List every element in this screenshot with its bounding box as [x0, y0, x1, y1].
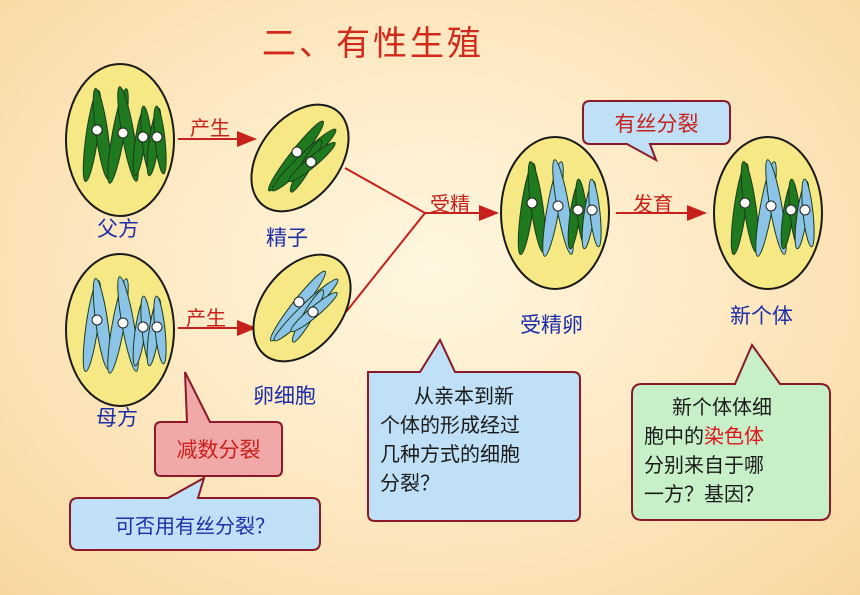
centromere	[526, 197, 538, 209]
label-zygote: 受精卵	[520, 313, 583, 337]
page-title: 二、有性生殖	[262, 24, 484, 64]
centromere	[739, 197, 751, 209]
question-division-line: 个体的形成经过	[380, 413, 520, 437]
centromere	[151, 131, 163, 143]
cell-offspring	[713, 136, 823, 290]
question-mitosis-text: 可否用有丝分裂？	[115, 513, 275, 538]
centromere	[305, 156, 317, 168]
centromere	[137, 131, 149, 143]
centromere	[785, 204, 797, 216]
centromere	[765, 200, 777, 212]
question-origin-line: 一方？基因？	[644, 480, 826, 509]
centromere	[117, 127, 129, 139]
arrow-egg-to-merge	[345, 212, 426, 313]
label-father: 父方	[97, 217, 139, 241]
label-offspring: 新个体	[730, 304, 793, 328]
text-part: 一方？基因？	[644, 482, 764, 506]
question-division-callout	[367, 337, 581, 522]
centromere	[91, 314, 103, 326]
question-origin-text: 新个体体细胞中的染色体分别来自于哪一方？基因？	[644, 393, 826, 509]
arrow-sperm-to-merge	[344, 167, 426, 214]
question-origin-line: 新个体体细	[644, 393, 826, 422]
question-division-text: 从亲本到新个体的形成经过几种方式的细胞分裂？	[380, 382, 576, 498]
cell-mother	[65, 253, 175, 407]
arrow-label-fertilization: 受精	[430, 192, 470, 216]
question-division-line: 从亲本到新	[414, 384, 514, 408]
centromere	[117, 317, 129, 329]
arrow-label-development: 发育	[633, 192, 673, 216]
question-division-line: 几种方式的细胞	[380, 442, 520, 466]
centromere	[586, 204, 598, 216]
mitosis-callout-text: 有丝分裂	[614, 111, 699, 136]
centromere	[137, 321, 149, 333]
centromere	[307, 306, 319, 318]
cell-egg	[252, 253, 352, 363]
question-origin-callout	[631, 342, 831, 521]
text-part: 胞中的	[644, 424, 704, 448]
arrow-label-mother-produce: 产生	[186, 306, 226, 330]
question-origin-line: 分别来自于哪	[644, 451, 826, 480]
arrow-label-father-produce: 产生	[190, 116, 230, 140]
centromere	[151, 321, 163, 333]
question-mitosis-callout	[69, 475, 321, 551]
label-sperm: 精子	[266, 226, 308, 250]
cell-sperm	[250, 103, 350, 213]
centromere	[291, 146, 303, 158]
centromere	[91, 124, 103, 136]
meiosis-callout	[154, 371, 283, 477]
question-division-line: 分裂？	[380, 471, 440, 495]
text-part: 分别来自于哪	[644, 453, 764, 477]
question-origin-line: 胞中的染色体	[644, 422, 826, 451]
centromere	[799, 204, 811, 216]
meiosis-callout-text: 减数分裂	[176, 438, 261, 462]
centromere	[552, 200, 564, 212]
label-mother: 母方	[96, 406, 138, 430]
centromere	[572, 204, 584, 216]
cell-father	[65, 63, 175, 217]
mitosis-callout	[582, 100, 731, 163]
centromere	[293, 296, 305, 308]
cell-zygote	[500, 136, 610, 290]
label-egg: 卵细胞	[253, 384, 316, 408]
highlighted-term: 染色体	[704, 424, 764, 448]
text-part: 新个体体细	[672, 395, 772, 419]
